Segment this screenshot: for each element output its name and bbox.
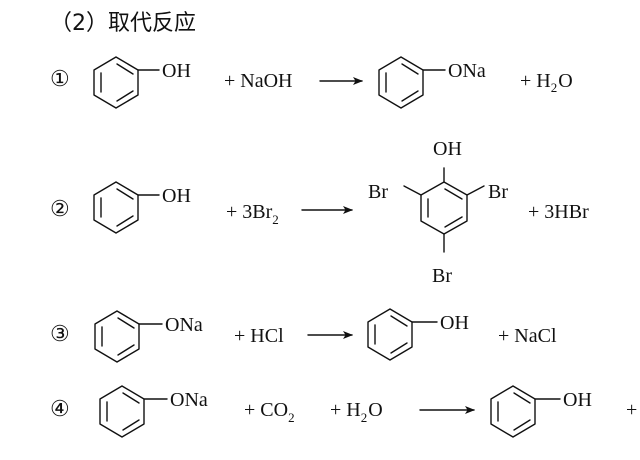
bromine-substituent: Br [432,265,452,287]
hydroxyl-group: OH [563,389,592,411]
hydroxyl-group: OH [162,60,191,82]
byproduct: + NaCl [498,325,557,347]
phenol-ring [93,181,160,234]
byproduct-water: + H2O [520,70,573,95]
reagent: + HCl [234,325,284,347]
reaction-4: ④ ONa + CO2 + H2O OH + [50,385,637,438]
tribromophenol-ring [403,167,485,253]
hydroxyl-group: OH [440,312,469,334]
reaction-2: ② OH + 3Br2 OH Br Br Br + 3HBr [50,138,589,287]
reagent-bromine: + 3Br2 [226,201,279,227]
phenol-ring [93,56,160,109]
hydroxyl-group: OH [162,185,191,207]
reaction-number: ④ [50,396,70,421]
phenoxide-ring [94,310,163,363]
phenoxide-ring [99,385,168,438]
section-title: （2）取代反应 [50,11,196,36]
bromine-substituent: Br [368,181,388,203]
reagent: + NaOH [224,70,293,92]
reaction-1: ① OH + NaOH ONa + H2O [50,56,573,109]
sodium-oxide-group: ONa [165,314,203,336]
byproduct: + 3HBr [528,201,589,223]
sodium-oxide-group: ONa [448,60,486,82]
hydroxyl-group: OH [433,138,462,160]
reagent-water: + H2O [330,399,383,425]
reaction-number: ② [50,196,70,221]
bromine-substituent: Br [488,181,508,203]
sodium-oxide-group: ONa [170,389,208,411]
phenoxide-ring [378,56,446,109]
reaction-3: ③ ONa + HCl OH + NaCl [50,308,557,363]
reaction-number: ③ [50,321,70,346]
phenol-ring [367,308,438,361]
reaction-number: ① [50,66,70,91]
phenol-ring [490,385,561,438]
byproduct-plus: + [626,399,637,421]
reagent-carbon-dioxide: + CO2 [244,399,295,425]
